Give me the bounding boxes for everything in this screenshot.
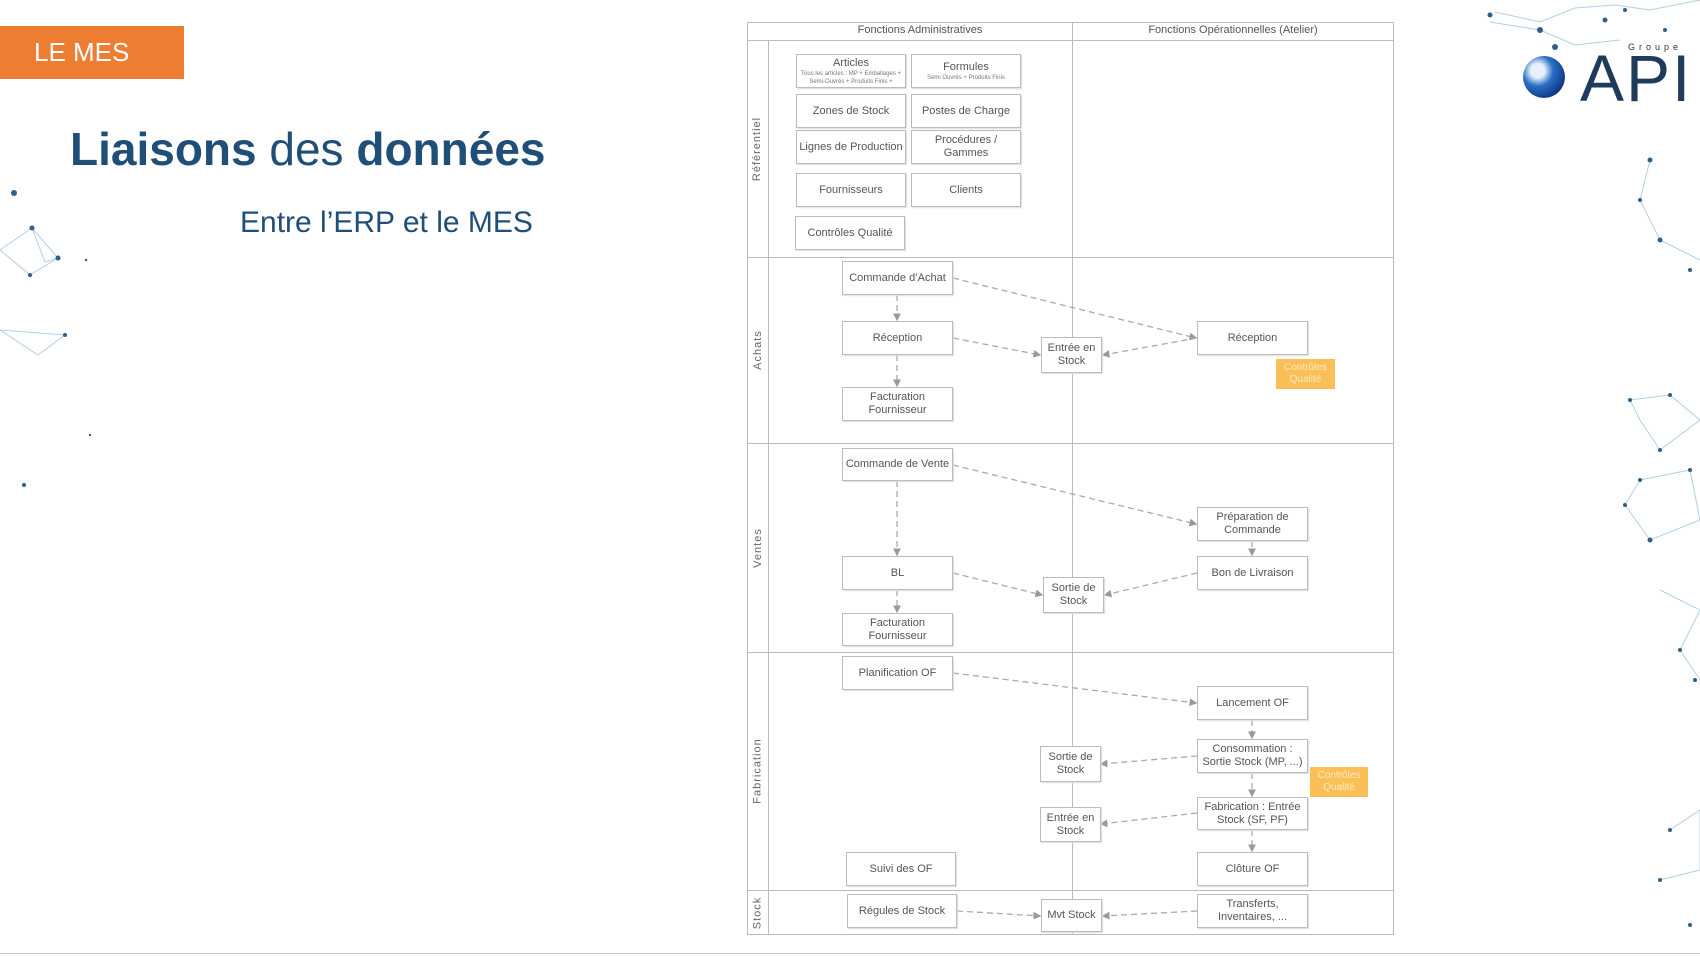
box-reception-op: Réception: [1197, 321, 1308, 355]
box-commande-vente: Commande de Vente: [842, 448, 953, 481]
box-facturation-vente: Facturation Fournisseur: [842, 613, 953, 646]
section-tag: LE MES: [0, 26, 184, 79]
box-transferts: Transferts, Inventaires, ...: [1197, 894, 1308, 928]
box-preparation-commande: Préparation de Commande: [1197, 507, 1308, 541]
box-entree-stock-fab: Entrée en Stock: [1040, 807, 1101, 842]
title-part-1: Liaisons: [70, 123, 257, 175]
logo-name: API: [1580, 41, 1693, 115]
box-planification-of: Planification OF: [842, 656, 953, 690]
box-cloture-of: Clôture OF: [1197, 852, 1308, 886]
box-lignes-production: Lignes de Production: [796, 130, 906, 164]
badge-controles-qualite-fab: Contrôles Qualité: [1310, 767, 1368, 797]
box-mvt-stock: Mvt Stock: [1041, 899, 1102, 932]
page-title: Liaisons des données: [70, 122, 546, 176]
box-regules-stock: Régules de Stock: [847, 894, 957, 928]
lane-divider: [747, 443, 1394, 444]
lane-stock: Stock: [751, 896, 764, 929]
title-part-3: données: [356, 123, 546, 175]
logo-groupe-text: Groupe: [1628, 42, 1683, 52]
box-facturation-achat: Facturation Fournisseur: [842, 387, 953, 421]
box-fournisseurs: Fournisseurs: [796, 173, 906, 207]
lane-achats: Achats: [751, 330, 764, 370]
box-commande-achat: Commande d’Achat: [842, 261, 953, 295]
box-zones-stock: Zones de Stock: [796, 94, 906, 128]
bottom-divider: [0, 953, 1700, 954]
box-clients: Clients: [911, 173, 1021, 207]
box-fabrication-entree: Fabrication : Entrée Stock (SF, PF): [1197, 797, 1308, 830]
header-divider: [747, 40, 1394, 41]
lane-fabrication: Fabrication: [751, 738, 764, 804]
box-suivi-of: Suivi des OF: [846, 852, 956, 886]
box-controles-qualite: Contrôles Qualité: [795, 216, 905, 250]
page-subtitle: Entre l’ERP et le MES: [240, 206, 533, 239]
lane-divider: [747, 890, 1394, 891]
box-entree-stock-achat: Entrée en Stock: [1041, 337, 1102, 373]
box-reception-admin: Réception: [842, 321, 953, 355]
lane-referentiel: Référentiel: [751, 116, 764, 181]
lane-label-divider: [768, 40, 769, 935]
box-lancement-of: Lancement OF: [1197, 686, 1308, 720]
lane-divider: [747, 257, 1394, 258]
box-procedures: Procédures / Gammes: [911, 130, 1021, 164]
box-sortie-stock-fab: Sortie de Stock: [1040, 746, 1101, 782]
column-divider: [1072, 22, 1073, 935]
api-logo: [1520, 30, 1690, 110]
box-bl: BL: [842, 556, 953, 590]
sphere-icon: [1523, 56, 1565, 98]
lane-ventes: Ventes: [751, 527, 764, 568]
column-header-operational: Fonctions Opérationnelles (Atelier): [1148, 24, 1318, 36]
diagram-frame: [747, 22, 1394, 935]
badge-controles-qualite: Contrôles Qualité: [1276, 359, 1335, 389]
title-part-2: des: [256, 123, 357, 175]
column-header-admin: Fonctions Administratives: [857, 24, 983, 36]
box-postes-charge: Postes de Charge: [911, 94, 1021, 128]
box-sortie-stock-vente: Sortie de Stock: [1043, 577, 1104, 613]
box-consommation: Consommation : Sortie Stock (MP, ...): [1197, 739, 1308, 773]
lane-divider: [747, 652, 1394, 653]
box-bon-livraison: Bon de Livraison: [1197, 556, 1308, 590]
